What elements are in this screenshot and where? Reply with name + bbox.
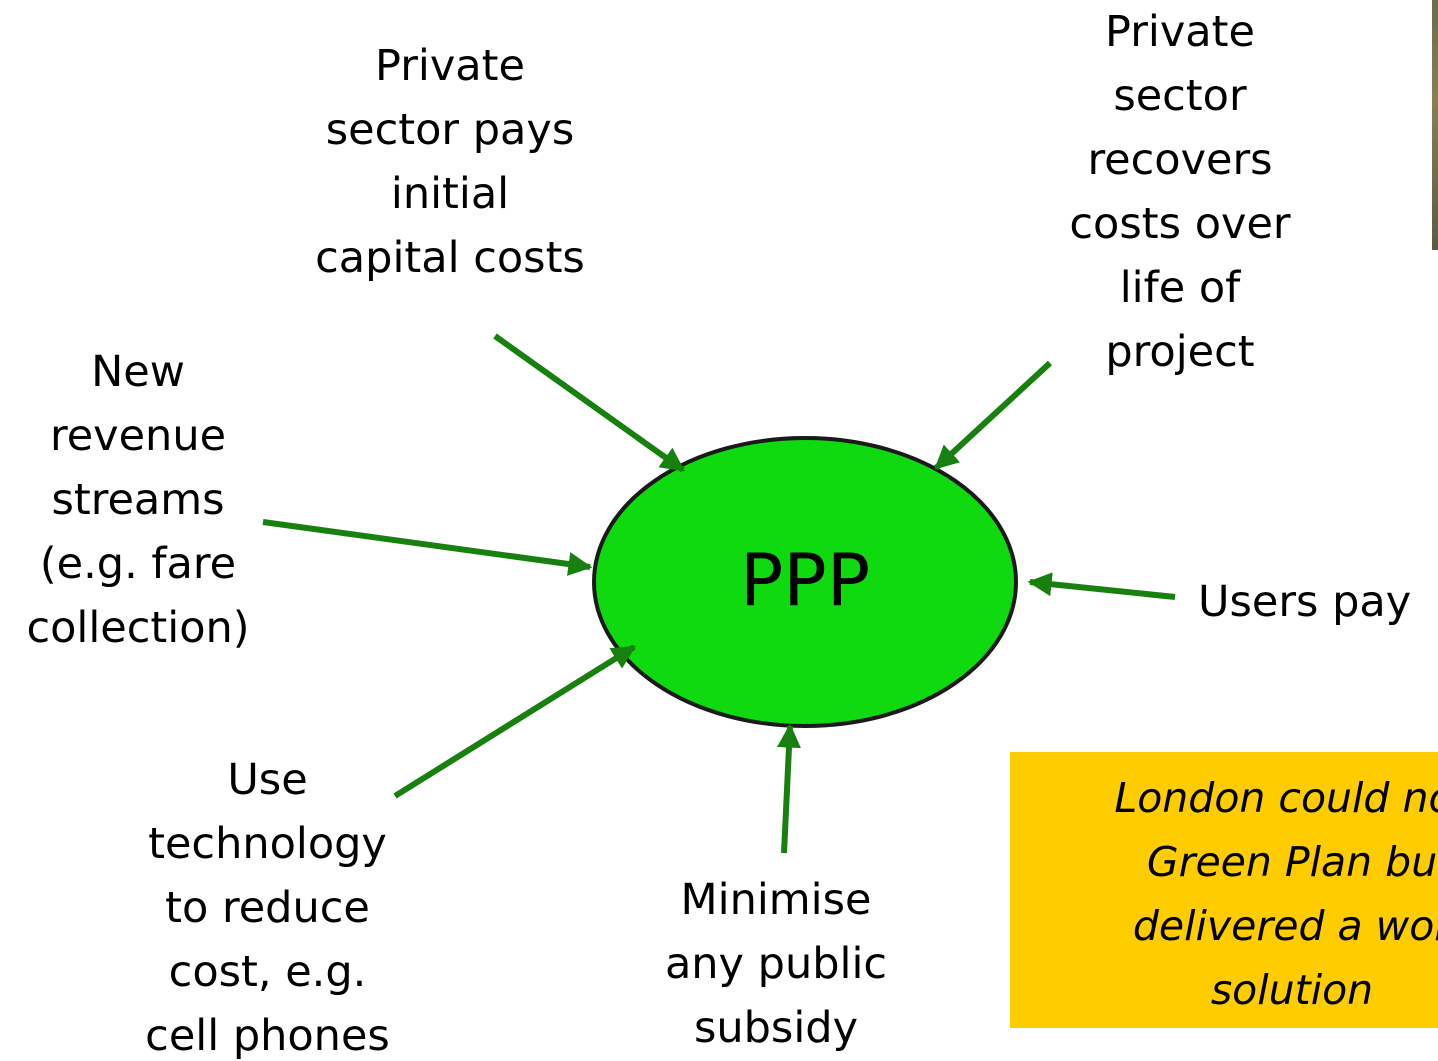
node-private-pays: Private sector pays initial capital cost… [315, 41, 585, 283]
node-use-technology: Use technology to reduce cost, e.g. cell… [145, 755, 390, 1061]
node-private-recovers: Private sector recovers costs over life … [1069, 7, 1291, 377]
quote-box: London could not Green Plan bu delivered… [1010, 752, 1438, 1028]
arrow-minimise-subsidy [776, 723, 801, 854]
node-minimise-subsidy: Minimise any public subsidy [664, 875, 888, 1053]
node-users-pay: Users pay [1198, 577, 1412, 627]
photo-edge [1432, 0, 1438, 250]
node-new-revenue: New revenue streams (e.g. fare collectio… [26, 347, 250, 653]
arrow-users-pay [1027, 572, 1176, 600]
hub-ellipse [592, 436, 1018, 728]
arrow-private-pays [493, 333, 685, 473]
arrow-private-recovers [933, 360, 1053, 471]
hub-label: PPP [739, 538, 871, 622]
quote-text: London could not Green Plan bu delivered… [1114, 774, 1438, 1014]
arrow-new-revenue [262, 519, 593, 576]
arrow-use-technology [393, 644, 637, 799]
